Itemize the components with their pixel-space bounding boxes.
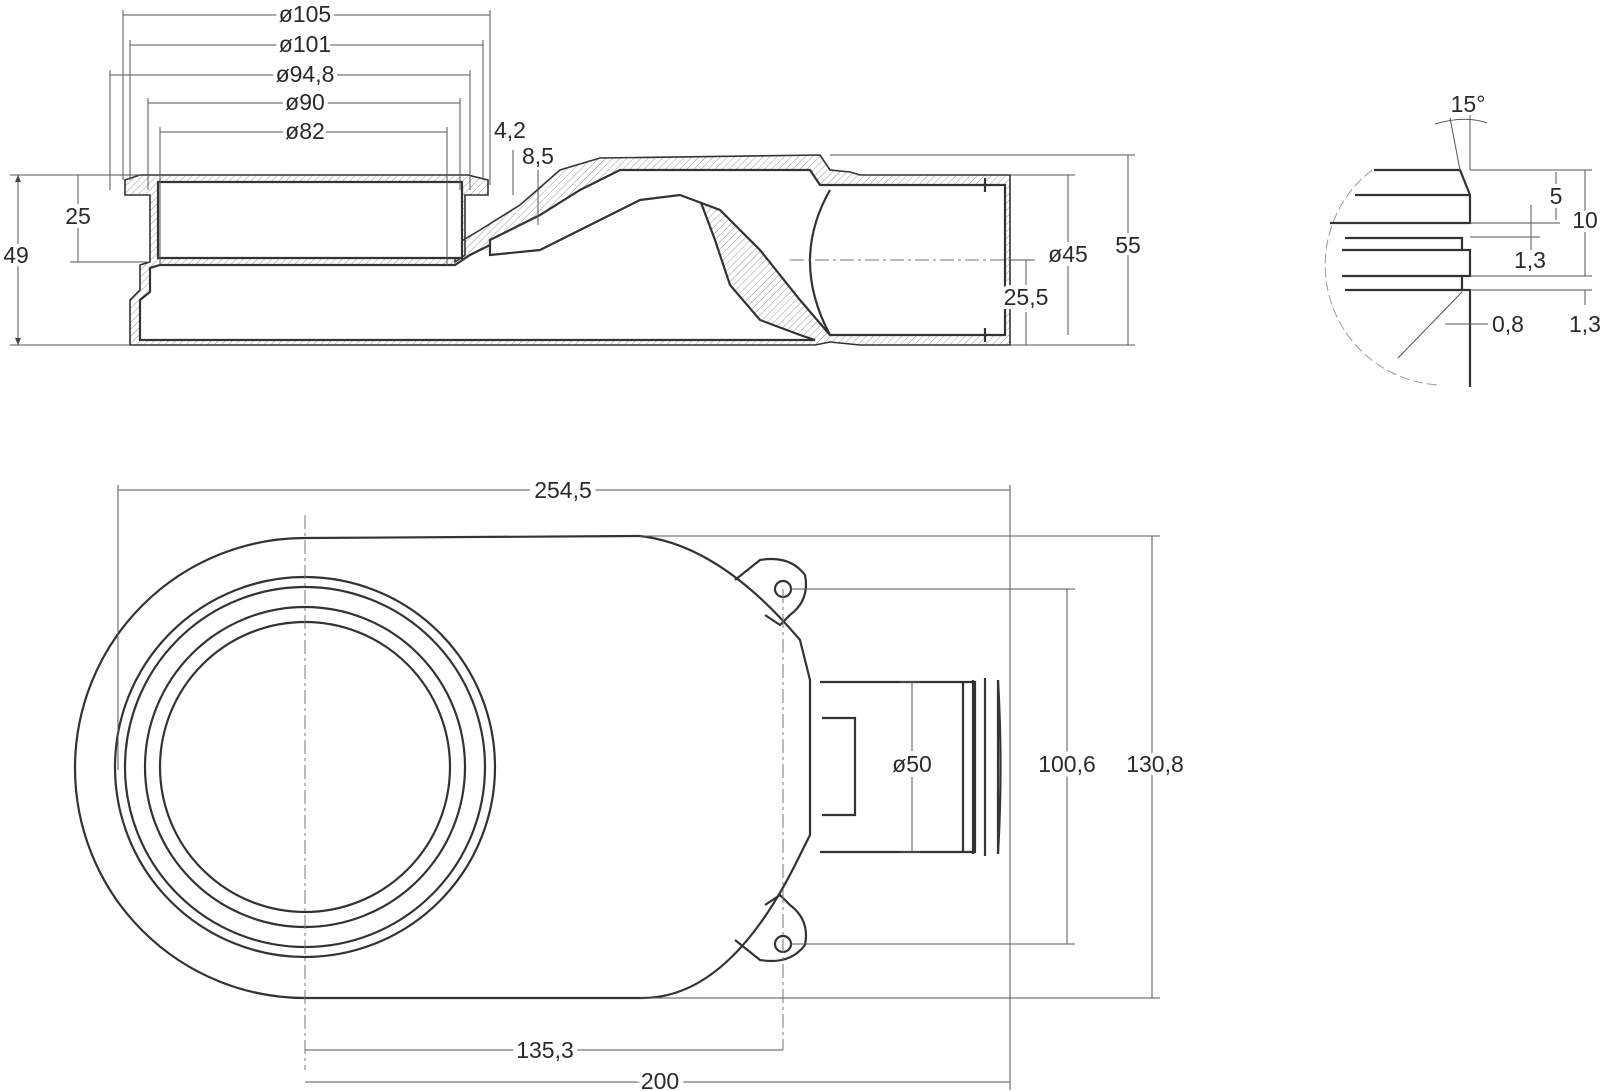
outlet-diameter-45-label: ø45 bbox=[1048, 241, 1088, 267]
groove-width-1-3-label: 1,3 bbox=[1514, 247, 1546, 273]
height-dimensions: 49 25 4,2 8,5 ø45 25,5 55 bbox=[0, 117, 1145, 346]
end-width-1-3-label: 1,3 bbox=[1569, 311, 1600, 337]
height-55-label: 55 bbox=[1115, 232, 1141, 258]
height-49-label: 49 bbox=[3, 242, 29, 268]
outlet-offset-200-label: 200 bbox=[641, 1068, 679, 1091]
diameter-94-8-label: ø94,8 bbox=[276, 61, 335, 87]
diameter-82-label: ø82 bbox=[285, 118, 325, 144]
diameter-101-label: ø101 bbox=[279, 31, 331, 57]
plan-view: 254,5 130,8 100,6 ø50 135,3 200 bbox=[73, 472, 1189, 1091]
diameter-90-label: ø90 bbox=[285, 89, 325, 115]
angle-15-label: 15° bbox=[1451, 91, 1486, 117]
axis-height-25-5-label: 25,5 bbox=[1004, 284, 1049, 310]
length-254-5-label: 254,5 bbox=[534, 477, 592, 503]
chamfer-5-label: 5 bbox=[1550, 183, 1563, 209]
section-view: ø105 ø101 ø94,8 ø90 ø82 49 25 4,2 8,5 ø4… bbox=[0, 0, 1145, 346]
wall-8-5-label: 8,5 bbox=[522, 143, 554, 169]
groove-pitch-10-label: 10 bbox=[1572, 207, 1598, 233]
height-25-label: 25 bbox=[65, 203, 91, 229]
mount-offset-135-3-label: 135,3 bbox=[516, 1037, 574, 1063]
mount-spacing-100-6-label: 100,6 bbox=[1038, 751, 1096, 777]
diameter-105-label: ø105 bbox=[279, 1, 331, 27]
groove-depth-0-8-label: 0,8 bbox=[1492, 311, 1524, 337]
wall-4-2-label: 4,2 bbox=[494, 117, 526, 143]
width-130-8-label: 130,8 bbox=[1126, 751, 1184, 777]
section-body bbox=[124, 154, 1011, 346]
mounting-lug-bottom bbox=[734, 893, 808, 963]
outlet-diameter-50-label: ø50 bbox=[892, 751, 932, 777]
diameter-dimensions: ø105 ø101 ø94,8 ø90 ø82 bbox=[109, 0, 491, 265]
groove-detail-view: 15° 5 10 1,3 1,3 0,8 bbox=[1324, 91, 1600, 387]
mounting-lug-top bbox=[734, 557, 808, 627]
